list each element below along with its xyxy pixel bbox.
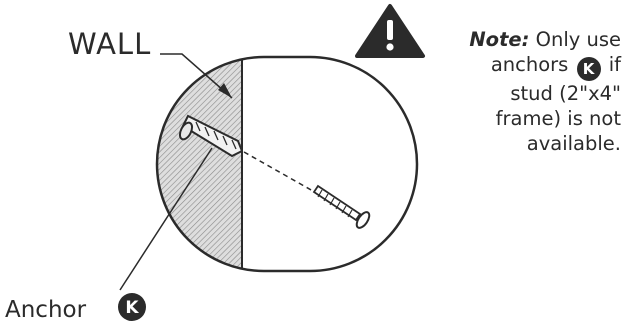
screw-part — [312, 184, 371, 229]
note-prefix: Note: — [469, 28, 530, 51]
alignment-dash-line — [243, 151, 321, 196]
warning-triangle-icon — [355, 4, 425, 58]
anchor-part — [178, 114, 244, 158]
note-line4: frame) is not — [495, 107, 621, 130]
note-line2-after: if — [602, 53, 621, 76]
note-text: Note: Only use anchors K if stud (2"x4" … — [411, 27, 621, 156]
part-k-badge-icon: K — [118, 293, 146, 321]
wall-label: WALL — [68, 27, 151, 61]
detail-circle — [155, 55, 419, 273]
note-line2-before: anchors — [490, 53, 575, 76]
part-k-badge-icon: K — [576, 57, 601, 81]
anchor-label: Anchor — [5, 297, 87, 323]
svg-text:K: K — [125, 298, 139, 318]
note-line1: Only use — [529, 28, 621, 51]
wall-arrowhead — [218, 83, 232, 98]
note-line3: stud (2"x4" — [510, 82, 621, 105]
note-line5: available. — [526, 132, 621, 155]
anchor-leader-line — [119, 147, 213, 291]
wall-leader-line — [160, 53, 233, 99]
